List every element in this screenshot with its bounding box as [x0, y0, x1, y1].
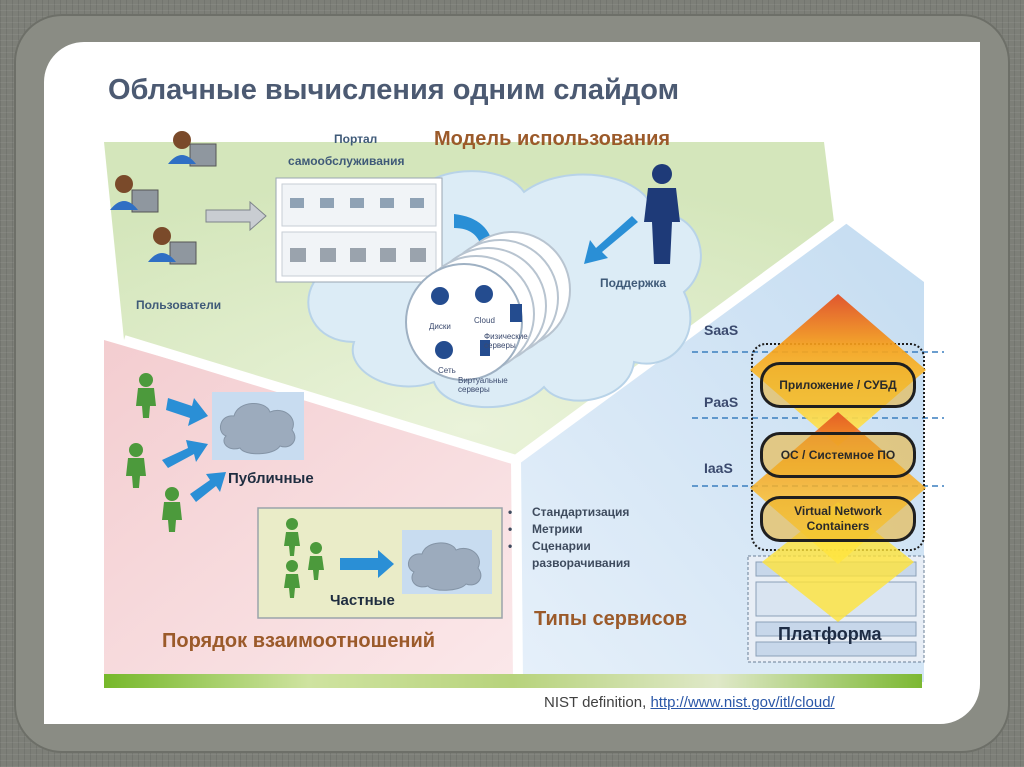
- disc-label-virtual: Виртуальные серверы: [458, 376, 508, 394]
- arrow-right-icon: [190, 472, 226, 502]
- disc-label-network: Сеть: [438, 366, 456, 375]
- layer-os: ОС / Системное ПО: [760, 432, 916, 478]
- disc-label-disks: Диски: [429, 322, 451, 331]
- support-person-icon: [644, 164, 680, 264]
- server-disc-icon: [405, 231, 571, 381]
- bullet-item: Метрики: [508, 521, 662, 538]
- layer-containers: Virtual Network Containers: [760, 496, 916, 542]
- bullet-item: Стандартизация: [508, 504, 662, 521]
- page-title: Облачные вычисления одним слайдом: [108, 74, 680, 106]
- usage-model-heading: Модель использования: [434, 128, 671, 150]
- layer-app-db: Приложение / СУБД: [760, 362, 916, 408]
- tier-label-saas: SaaS: [704, 322, 739, 338]
- public-label: Публичные: [228, 470, 314, 487]
- portal-screenshot: [275, 177, 443, 283]
- decorative-bar: [104, 674, 922, 688]
- platform-label: Платформа: [778, 624, 882, 644]
- arrow-right-icon: [162, 440, 208, 468]
- users-label: Пользователи: [136, 298, 222, 312]
- private-label: Частные: [330, 592, 395, 609]
- user-at-computer-icon: [110, 175, 159, 213]
- portal-label-2: самообслуживания: [288, 154, 405, 168]
- private-box: [257, 507, 503, 619]
- arrow-right-icon: [584, 216, 638, 264]
- disc-label-cloud: Cloud: [474, 316, 495, 325]
- support-label: Поддержка: [600, 276, 667, 290]
- tier-label-paas: PaaS: [704, 394, 739, 410]
- footer: NIST definition, http://www.nist.gov/itl…: [544, 694, 835, 711]
- slide: Облачные вычисления одним слайдом Модель…: [44, 42, 980, 724]
- footer-prefix: NIST definition,: [544, 694, 647, 711]
- nist-link[interactable]: http://www.nist.gov/itl/cloud/: [650, 694, 835, 711]
- public-cloud-icon: [212, 392, 304, 460]
- portal-label: Портал: [334, 132, 378, 146]
- person-icon: [136, 373, 156, 418]
- person-icon: [126, 443, 146, 488]
- person-icon: [162, 487, 182, 532]
- user-at-computer-icon: [148, 227, 197, 265]
- relationships-heading: Порядок взаимоотношений: [162, 630, 436, 652]
- tier-label-iaas: IaaS: [704, 460, 733, 476]
- service-types-heading: Типы сервисов: [534, 608, 688, 630]
- arrow-right-icon: [205, 200, 267, 232]
- bullet-item: Сценарии разворачивания: [508, 538, 662, 572]
- user-at-computer-icon: [168, 131, 217, 167]
- arrow-right-icon: [166, 398, 208, 426]
- service-bullets: Стандартизация Метрики Сценарии разворач…: [508, 504, 662, 572]
- disc-label-physical: Физические серверы: [484, 332, 528, 350]
